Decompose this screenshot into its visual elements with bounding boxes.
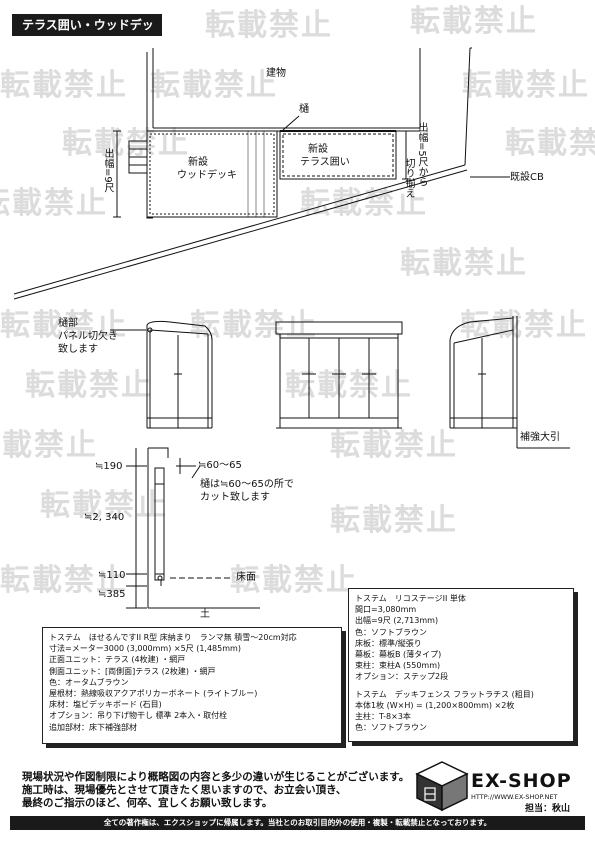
dim-385: ≒385 — [98, 589, 126, 600]
watermark: 転載禁止 — [25, 368, 153, 403]
notice-line: 施工時は、現場優先とさせて頂きたく思いますので、お立会い頂き、 — [22, 784, 347, 796]
label-ground: 土 — [200, 609, 210, 620]
copyright-footer: 全ての著作権は、エクスショップに帰属します。当社とのお取引目的外の使用・複製・転… — [10, 816, 585, 830]
dim-190: ≒190 — [95, 461, 123, 472]
spec-line: オプション：ステップ2段 — [355, 672, 449, 682]
watermark: 転載禁止 — [330, 428, 458, 463]
spec-line: 床板：標準/縦張り — [355, 638, 422, 648]
dim-110: ≒110 — [98, 570, 126, 581]
logo-url: HTTP://WWW.EX-SHOP.NET — [471, 793, 558, 801]
watermark: 転載禁止 — [462, 68, 590, 103]
spec-line: 間口=3,080mm — [355, 605, 417, 615]
watermark: 転載禁止 — [0, 428, 98, 463]
spec-line: 追加部材：床下補強部材 — [49, 722, 137, 732]
watermark: 転載禁止 — [410, 4, 538, 39]
spec-line: 寸法=メーター3000 (3,000mm) ×5尺 (1,485mm) — [49, 644, 241, 654]
elevation-note-1: 樋部 — [58, 318, 78, 329]
spec-box-deck: トステム リコステージII 単体 間口=3,080mm 出幅=9尺 (2,713… — [348, 588, 574, 742]
elevation-view-left — [110, 320, 213, 429]
spec-line: 色：オータムブラウン — [49, 677, 129, 687]
watermark: 転載禁止 — [190, 308, 318, 343]
label-new-terrace-2: テラス囲い — [300, 157, 350, 168]
elevation-note-3: 致します — [58, 344, 98, 355]
watermark: 転載禁止 — [62, 126, 190, 161]
staff-name: 担当：秋山 — [525, 804, 571, 814]
watermark: 転載禁止 — [40, 488, 168, 523]
section-view — [126, 447, 260, 609]
label-reinforce: 補強大引 — [520, 432, 560, 443]
spec-line: 色：ソフトブラウン — [355, 627, 427, 637]
label-floor: 床面 — [236, 572, 256, 583]
spec-line: 幕板：幕板B (薄タイプ) — [355, 650, 442, 660]
elevation-note-2: パネル切欠き — [58, 331, 118, 342]
watermark: 転載禁止 — [300, 186, 428, 221]
watermark: 転載禁止 — [330, 503, 458, 538]
label-new-deck-1: 新設 — [188, 157, 208, 168]
cube-logo-icon — [415, 761, 469, 812]
label-gutter: 樋 — [299, 104, 309, 115]
spec-line: 側面ユニット：[両側面]テラス (2枚建) ・網戸 — [49, 666, 216, 676]
spec-line: トステム デッキフェンス フラットラチス (粗目) — [355, 689, 534, 699]
label-building: 建物 — [266, 68, 286, 79]
dim-2340: ≒2, 340 — [84, 512, 125, 523]
watermark: 転載禁止 — [230, 563, 358, 598]
spec-line: 屋根材：熱線吸収アクアポリカーボネート (ライトブルー) — [49, 689, 258, 699]
notice-line: 現場状況や作図制限により概略図の内容と多少の違いが生じることがございます。 — [22, 771, 410, 783]
watermark: 転載禁止 — [205, 8, 333, 43]
spec-line: 本体1枚 (W×H) = (1,200×800mm) ×2枚 — [355, 700, 515, 710]
label-depth-5-1: 出幅=5尺から — [416, 122, 427, 187]
elevation-view-front — [275, 321, 403, 429]
spec-line: 正面ユニット：テラス (4枚建) ・網戸 — [49, 655, 186, 665]
watermark: 転載禁止 — [505, 126, 595, 161]
label-depth-5-2: 切り揃え — [403, 158, 414, 198]
spec-line: トステム ほせるんですII R型 床納まり ランマ無 積雪～20cm対応 — [49, 633, 297, 642]
elevation-view-right — [449, 316, 570, 449]
dim-60-65: ≒60～65 — [198, 460, 242, 471]
spec-line: オプション：吊り下げ物干し 標準 2本入・取付栓 — [49, 711, 228, 721]
logo-name: EX-SHOP — [471, 770, 572, 792]
spec-line: 出幅=9尺 (2,713mm) — [355, 616, 439, 626]
watermark: 転載禁止 — [0, 563, 128, 598]
watermark: 転載禁止 — [150, 68, 278, 103]
label-existing-cb: 既設CB — [510, 172, 544, 183]
spec-line: トステム リコステージII 単体 — [355, 594, 466, 603]
spec-box-terrace: トステム ほせるんですII R型 床納まり ランマ無 積雪～20cm対応 寸法=… — [42, 627, 342, 744]
spec-line: 床材：塩ビデッキボード (石目) — [49, 700, 162, 710]
section-note-1: 樋は≒60～65の所で — [200, 479, 294, 490]
watermark: 転載禁止 — [0, 186, 108, 221]
watermark: 転載禁止 — [0, 68, 128, 103]
spec-line: 色：ソフトブラウン — [355, 723, 427, 733]
notice-text: 現場状況や作図制限により概略図の内容と多少の違いが生じることがございます。 施工… — [22, 771, 409, 810]
watermark: 転載禁止 — [400, 246, 528, 281]
notice-line: 最終のご指示のほど、何卒、宜しくお願い致します。 — [22, 797, 273, 809]
label-depth-9: 出幅=9尺 — [102, 148, 113, 193]
plan-view — [13, 47, 510, 300]
spec-line: 束柱：束柱A (550mm) — [355, 661, 441, 671]
watermark: 転載禁止 — [0, 308, 128, 343]
label-new-deck-2: ウッドデッキ — [177, 170, 237, 181]
section-note-2: カット致します — [200, 492, 270, 503]
label-new-terrace-1: 新設 — [308, 144, 328, 155]
page-title: テラス囲い・ウッドデッキ — [12, 14, 162, 54]
spec-line: 主柱：T-8×3本 — [355, 712, 411, 722]
